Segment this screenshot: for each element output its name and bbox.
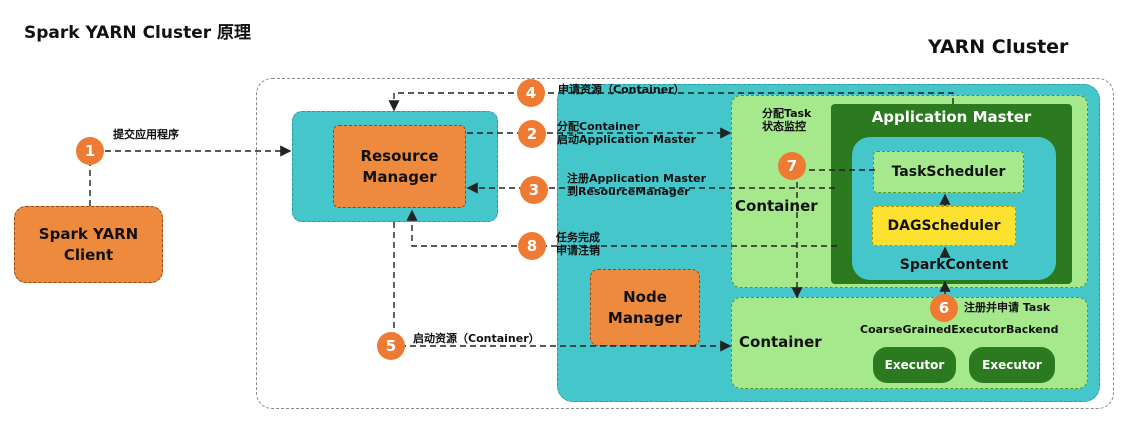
arrow-4: [388, 92, 954, 112]
step-label-3: 注册Application Master 到ResourceManager: [567, 172, 707, 198]
step-label-4: 申请资源（Container）: [558, 83, 685, 96]
arrow-1: [89, 145, 292, 206]
step-label-5: 启动资源（Container）: [413, 332, 540, 345]
step-label-8: 任务完成 申请注销: [556, 231, 600, 257]
node-manager: Node Manager: [590, 269, 700, 346]
yarn-cluster-boundary: [256, 78, 1114, 409]
container-bottom-label: Container: [739, 333, 822, 351]
task-scheduler: TaskScheduler: [873, 151, 1024, 193]
executor-1: Executor: [873, 347, 956, 383]
container-top-label: Container: [735, 197, 818, 215]
spark-content-label: SparkContent: [899, 257, 1009, 273]
step-badge-6: 6: [930, 294, 958, 322]
step-badge-3: 3: [520, 176, 548, 204]
spark-yarn-client: Spark YARN Client: [14, 206, 163, 283]
dag-scheduler: DAGScheduler: [872, 206, 1016, 246]
step-label-2: 分配Container 启动Application Master: [557, 120, 697, 146]
cluster-title: YARN Cluster: [928, 36, 1069, 58]
executor-backend-label: CoarseGrainedExecutorBackend: [860, 323, 1059, 336]
step-badge-4: 4: [517, 79, 545, 107]
step-label-1: 提交应用程序: [113, 128, 179, 141]
application-master-title: Application Master: [871, 108, 1032, 126]
arrow-8: [406, 209, 837, 247]
page-title: Spark YARN Cluster 原理: [24, 23, 252, 43]
step-badge-5: 5: [377, 332, 405, 360]
arrow-7: [791, 169, 875, 299]
step-badge-8: 8: [518, 232, 546, 260]
monitor-label: 分配Task 状态监控: [762, 107, 812, 133]
step-badge-2: 2: [518, 120, 546, 148]
resource-manager: Resource Manager: [333, 125, 466, 208]
step-label-6: 注册并申请 Task: [964, 301, 1051, 314]
step-badge-7: 7: [778, 152, 806, 180]
step-badge-1: 1: [76, 137, 104, 165]
executor-2: Executor: [969, 347, 1055, 383]
